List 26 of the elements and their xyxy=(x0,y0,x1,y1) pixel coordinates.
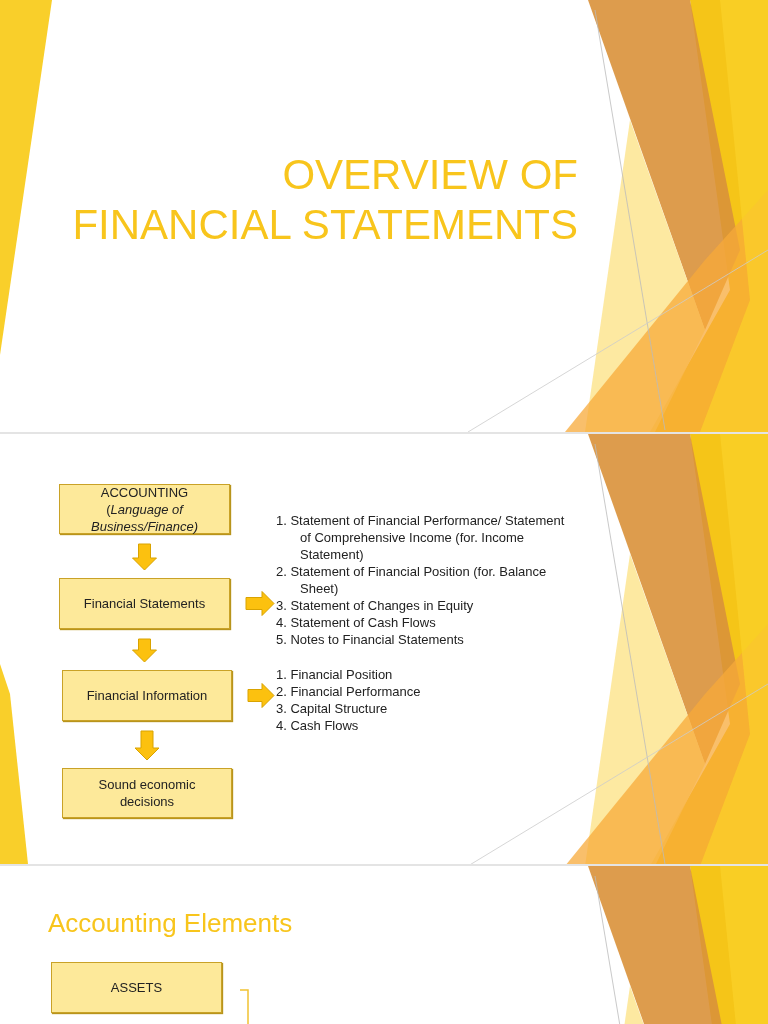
process-box xyxy=(51,962,222,1013)
section-heading: Accounting Elements xyxy=(48,907,293,940)
block-arrow xyxy=(132,543,157,571)
process-box xyxy=(59,484,230,534)
box-label: Financial Statements xyxy=(83,595,206,612)
process-box xyxy=(62,768,232,818)
box-label: ACCOUNTING (Language of Business/Finance) xyxy=(90,483,199,535)
box-label: Sound economic decisions xyxy=(97,776,197,810)
process-box xyxy=(59,578,230,629)
list-item: 1. Financial Position xyxy=(276,666,394,683)
list-item: 1. Statement of Financial Performance/ Statement of Comprehensive Income (for. Income Statement) xyxy=(276,512,566,563)
list-item: 2. Financial Performance xyxy=(276,683,422,700)
list-item: 4. Cash Flows xyxy=(276,717,360,734)
slide-title: OVERVIEW OF FINANCIAL STATEMENTS xyxy=(71,150,578,250)
list-item: 2. Statement of Financial Position (for. Balance Sheet) xyxy=(276,563,548,597)
list-item: 3. Statement of Changes in Equity xyxy=(276,597,475,614)
process-box xyxy=(62,670,232,721)
list-item: 3. Capital Structure xyxy=(276,700,389,717)
block-arrow xyxy=(247,683,275,708)
block-arrow xyxy=(134,730,160,761)
box-label: ASSETS xyxy=(110,979,163,996)
box-label: Financial Information xyxy=(86,687,208,704)
block-arrow xyxy=(132,638,157,663)
block-arrow xyxy=(245,591,275,616)
list-item: 4. Statement of Cash Flows xyxy=(276,614,437,631)
list-item: 5. Notes to Financial Statements xyxy=(276,631,465,648)
